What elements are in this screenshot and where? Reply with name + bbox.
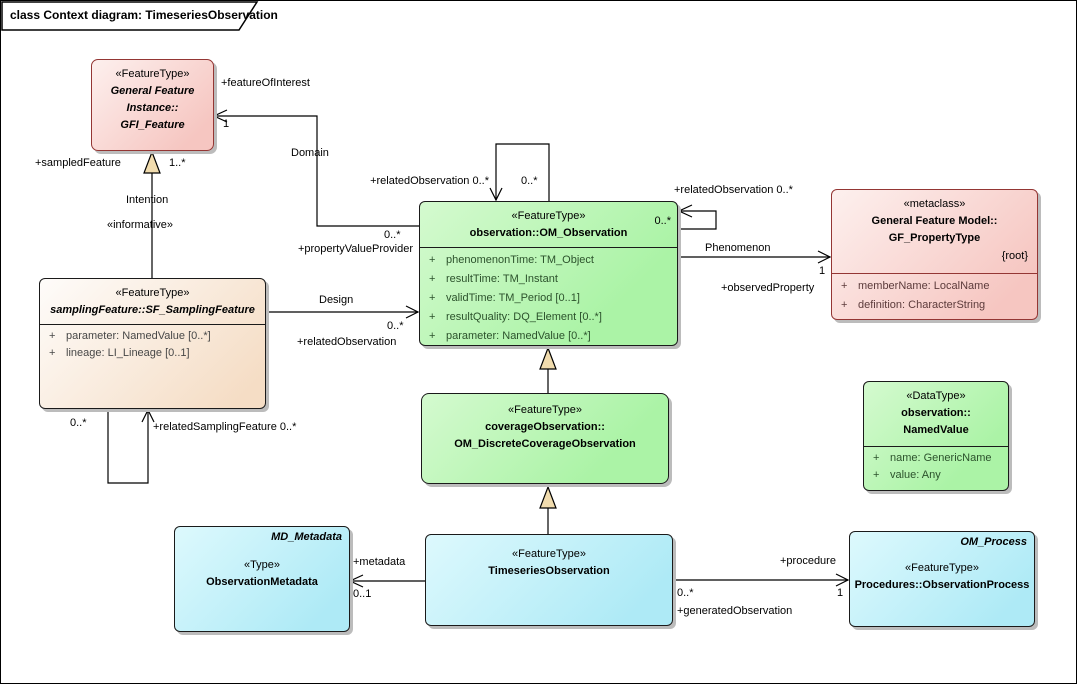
class-name: ObservationMetadata [206, 576, 318, 588]
open-arrowhead-icon [405, 305, 420, 319]
class-name: Instance:: [126, 102, 179, 114]
multiplicity-label: 1 [223, 118, 230, 130]
class-om-discretecoverageobservation[interactable]: «FeatureType» coverageObservation:: OM_D… [421, 393, 669, 484]
class-name: observation::OM_Observation [469, 227, 628, 239]
open-arrowhead-icon [141, 408, 155, 423]
open-arrowhead-icon [817, 250, 832, 264]
attribute-row: +validTime: TM_Period [0..1] [429, 291, 580, 304]
attribute-row: +memberName: LocalName [841, 280, 990, 292]
association-name-design: Design [319, 294, 354, 306]
role-label-observedproperty: +observedProperty [721, 282, 815, 294]
association-name-intention: Intention [126, 194, 169, 206]
multiplicity-label: 1 [819, 265, 826, 277]
class-name: observation:: [901, 407, 971, 419]
class-om-observation[interactable]: «FeatureType» observation::OM_Observatio… [419, 201, 678, 346]
stereotype: «metaclass» [903, 198, 966, 210]
role-label-propertyvalueprovider: +propertyValueProvider [297, 243, 413, 255]
stereotype: «FeatureType» [115, 68, 190, 80]
class-gf-propertytype[interactable]: «metaclass» General Feature Model:: GF_P… [831, 189, 1038, 320]
class-gfi-feature[interactable]: «FeatureType» General Feature Instance::… [91, 59, 214, 151]
stereotype: «Type» [243, 559, 281, 571]
role-label-relatedobservation-right: +relatedObservation 0..* [674, 184, 793, 196]
sampled-feature-connector[interactable] [143, 150, 161, 279]
multiplicity-label: 0..* [387, 320, 404, 332]
role-label-metadata: +metadata [353, 556, 406, 568]
attribute-row: +definition: CharacterString [841, 299, 986, 311]
related-sampling-feature-self-connector[interactable] [107, 408, 155, 484]
stereotype: «FeatureType» [508, 404, 582, 416]
attribute-row: +resultTime: TM_Instant [429, 272, 558, 285]
generalization-triangle-icon [539, 346, 557, 370]
class-name: General Feature [110, 85, 195, 97]
role-label-relatedobservation-top: +relatedObservation 0..* [370, 175, 489, 187]
open-arrowhead-icon [835, 573, 850, 587]
stereotype: «FeatureType» [115, 287, 190, 299]
class-namedvalue[interactable]: «DataType» observation:: NamedValue +nam… [863, 381, 1009, 491]
role-label-relatedsamplingfeature: +relatedSamplingFeature 0..* [153, 421, 297, 433]
stereotype-label-informative: «informative» [107, 219, 174, 231]
feature-of-interest-connector[interactable] [212, 109, 419, 227]
multiplicity-label: 0..* [521, 175, 538, 187]
class-observationmetadata[interactable]: MD_Metadata «Type» ObservationMetadata [174, 526, 350, 632]
frame-title-tab [1, 1, 259, 31]
class-name: Procedures::ObservationProcess [854, 579, 1030, 591]
role-label-procedure: +procedure [780, 555, 836, 567]
stereotype: «FeatureType» [512, 548, 586, 560]
stereotype: «FeatureType» [905, 562, 979, 574]
role-label-sampledfeature: +sampledFeature [35, 157, 121, 169]
association-name-phenomenon: Phenomenon [705, 242, 771, 254]
open-arrowhead-icon [348, 574, 364, 588]
stereotype: «DataType» [906, 390, 966, 402]
stereotype: «FeatureType» [511, 210, 586, 222]
metadata-connector[interactable] [348, 574, 425, 588]
attribute-row: +name: GenericName [873, 452, 992, 464]
parent-type-label: OM_Process [960, 536, 1027, 548]
generalization-triangle-icon [143, 150, 161, 174]
diagram-frame-title: class Context diagram: TimeseriesObserva… [10, 8, 278, 22]
class-name: NamedValue [903, 424, 969, 436]
class-sf-samplingfeature[interactable]: «FeatureType» samplingFeature::SF_Sampli… [39, 278, 266, 409]
design-connector[interactable] [266, 305, 420, 319]
open-arrowhead-icon [677, 204, 693, 218]
multiplicity-label: 0..1 [353, 588, 372, 600]
generalization-timeseries-to-discrete[interactable] [539, 485, 557, 534]
multiplicity-label: 1 [837, 587, 844, 599]
generalization-discrete-to-observation[interactable] [539, 346, 557, 393]
class-name: GFI_Feature [120, 119, 185, 131]
class-name: samplingFeature::SF_SamplingFeature [50, 304, 255, 316]
attribute-row: +parameter: NamedValue [0..*] [429, 329, 591, 342]
multiplicity-label: 0..* [70, 417, 87, 429]
association-name-domain: Domain [291, 147, 329, 159]
phenomenon-connector[interactable] [678, 250, 832, 264]
attribute-row: +resultQuality: DQ_Element [0..*] [429, 310, 602, 323]
class-name: General Feature Model:: [871, 215, 998, 227]
multiplicity-label: 0..* [677, 587, 694, 599]
class-observationprocess[interactable]: OM_Process «FeatureType» Procedures::Obs… [849, 531, 1035, 627]
attribute-row: +lineage: LI_Lineage [0..1] [49, 347, 190, 359]
class-name: coverageObservation:: [485, 421, 605, 433]
class-name: GF_PropertyType [888, 232, 981, 244]
role-label-featureofinterest: +featureOfInterest [221, 77, 310, 89]
attribute-row: +phenomenonTime: TM_Object [429, 253, 594, 266]
attribute-row: +parameter: NamedValue [0..*] [49, 330, 211, 342]
root-tag: {root} [1001, 250, 1028, 262]
role-label-relatedobservation-design: +relatedObservation [297, 336, 397, 348]
role-label-generatedobservation: +generatedObservation [677, 605, 793, 617]
multiplicity-label: 1..* [169, 157, 186, 169]
generalization-triangle-icon [539, 485, 557, 509]
multiplicity-label: 0..* [654, 215, 671, 227]
class-name: TimeseriesObservation [488, 565, 610, 577]
class-timeseriesobservation[interactable]: «FeatureType» TimeseriesObservation [425, 534, 673, 626]
attribute-row: +value: Any [873, 469, 941, 481]
related-observation-right-self-connector[interactable] [677, 204, 717, 230]
parent-type-label: MD_Metadata [271, 531, 342, 543]
multiplicity-label: 0..* [384, 229, 401, 241]
open-arrowhead-icon [212, 109, 228, 123]
procedure-connector[interactable] [673, 573, 850, 587]
class-name: OM_DiscreteCoverageObservation [454, 438, 636, 450]
open-arrowhead-icon [489, 187, 503, 202]
related-observation-top-self-connector[interactable] [489, 143, 550, 202]
